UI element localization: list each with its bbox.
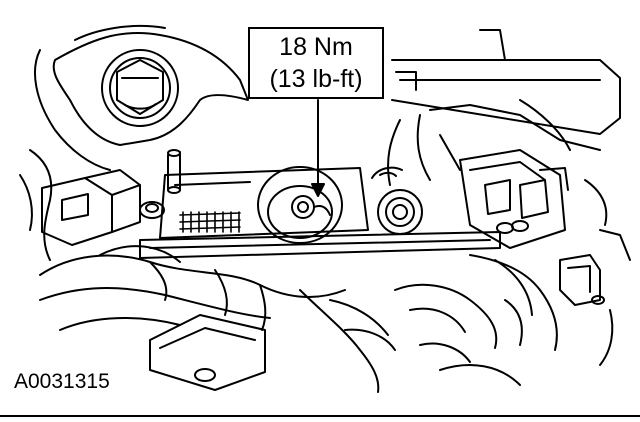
grille (179, 211, 241, 233)
bottom-divider (0, 415, 640, 417)
right-clip (559, 254, 605, 306)
torque-imperial-label: (13 lb-ft) (269, 65, 363, 93)
right-connector (459, 149, 569, 249)
vertical-pin (167, 149, 181, 194)
upper-bracket (52, 32, 249, 146)
washer-bolt (377, 189, 423, 235)
shaft-rod (391, 59, 621, 135)
figure-id-label: A0031315 (14, 370, 110, 393)
torque-spec-callout: 18 Nm (13 lb-ft) (248, 27, 384, 99)
right-harness (469, 254, 558, 351)
hex-bolt-top (101, 49, 179, 127)
left-connector (41, 169, 141, 246)
torque-boss (257, 166, 343, 244)
horizontal-rod (139, 231, 501, 259)
small-bolt-left (139, 201, 165, 219)
lower-bracket (149, 314, 266, 391)
wiring-harness (39, 245, 346, 331)
torque-metric-label: 18 Nm (279, 33, 353, 61)
main-housing (159, 167, 369, 239)
